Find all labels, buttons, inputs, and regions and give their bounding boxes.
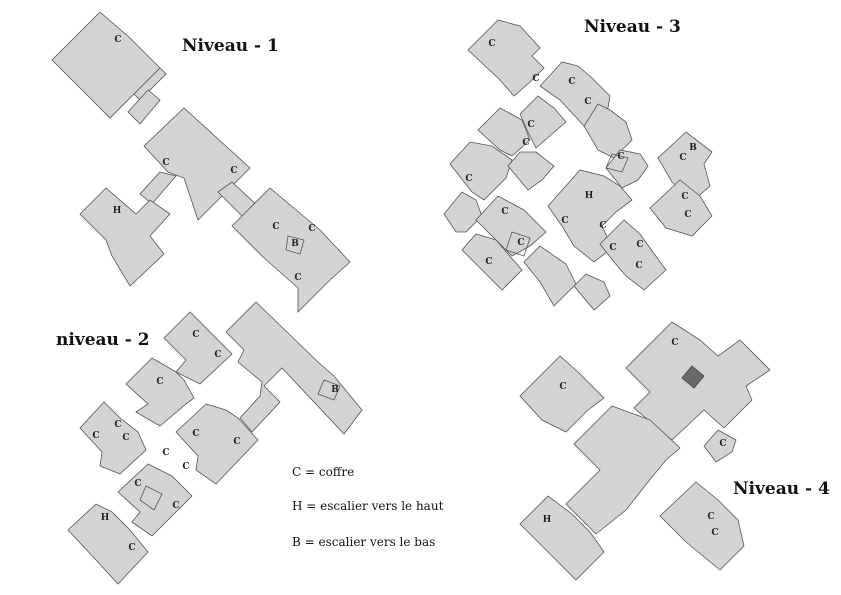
level1-chest-marker: C xyxy=(308,224,315,234)
level2-chest-marker: C xyxy=(122,433,129,443)
level2-chest-marker: C xyxy=(182,462,189,472)
level2-chest-marker: C xyxy=(214,350,221,360)
level3-chest-marker: C xyxy=(522,138,529,148)
level4-chest-marker: C xyxy=(711,528,718,538)
level-4-map xyxy=(519,321,771,581)
level-3-map xyxy=(443,19,713,311)
level-4-title: Niveau - 4 xyxy=(733,479,830,499)
level3-chest-marker: C xyxy=(679,153,686,163)
level4-chest-marker: C xyxy=(707,512,714,522)
level2-chest-marker: C xyxy=(172,501,179,511)
level3-chest-marker: C xyxy=(561,216,568,226)
level1-stairs-down-marker: B xyxy=(291,239,299,249)
level3-stairs-up-marker: H xyxy=(585,191,594,201)
level3-chest-marker: C xyxy=(584,97,591,107)
level3-chest-marker: C xyxy=(517,238,524,248)
dark-floor-marker xyxy=(681,365,705,389)
level1-chest-marker: C xyxy=(162,158,169,168)
level3-chest-marker: C xyxy=(488,39,495,49)
level2-chest-marker: C xyxy=(92,431,99,441)
level2-chest-marker: C xyxy=(192,429,199,439)
level2-chest-marker: C xyxy=(156,377,163,387)
level3-chest-marker: C xyxy=(681,192,688,202)
legend-escalier-bas: B = escalier vers le bas xyxy=(292,535,435,549)
level2-chest-marker: C xyxy=(134,479,141,489)
level4-chest-marker: C xyxy=(719,439,726,449)
level4-chest-marker: C xyxy=(671,338,678,348)
level2-chest-marker: C xyxy=(162,448,169,458)
level3-chest-marker: C xyxy=(635,261,642,271)
level1-chest-marker: C xyxy=(230,166,237,176)
legend: C = coffre H = escalier vers le haut B =… xyxy=(292,465,444,549)
level2-chest-marker: C xyxy=(233,437,240,447)
level1-chest-marker: C xyxy=(114,35,121,45)
level2-stairs-up-marker: H xyxy=(101,513,110,523)
level3-chest-marker: C xyxy=(527,120,534,130)
legend-escalier-haut: H = escalier vers le haut xyxy=(292,499,444,513)
level3-chest-marker: C xyxy=(501,207,508,217)
level1-chest-marker: C xyxy=(294,273,301,283)
level-2-map xyxy=(67,301,363,585)
level-3-title: Niveau - 3 xyxy=(584,17,681,37)
level3-chest-marker: C xyxy=(599,221,606,231)
level-2-title: niveau - 2 xyxy=(56,330,150,350)
level3-stairs-down-marker: B xyxy=(689,143,697,153)
level-1-map xyxy=(51,11,351,313)
level4-chest-marker: C xyxy=(559,382,566,392)
level4-stairs-up-marker: H xyxy=(543,515,552,525)
level3-chest-marker: C xyxy=(617,152,624,162)
level3-chest-marker: C xyxy=(684,210,691,220)
level2-chest-marker: C xyxy=(114,420,121,430)
level3-chest-marker: C xyxy=(532,74,539,84)
level2-chest-marker: C xyxy=(128,543,135,553)
level2-chest-marker: C xyxy=(192,330,199,340)
level3-chest-marker: C xyxy=(465,174,472,184)
level3-chest-marker: C xyxy=(636,240,643,250)
level3-chest-marker: C xyxy=(568,77,575,87)
level-1-title: Niveau - 1 xyxy=(182,36,279,56)
level2-stairs-down-marker: B xyxy=(331,385,339,395)
legend-coffre: C = coffre xyxy=(292,465,354,479)
level1-stairs-up-marker: H xyxy=(113,206,122,216)
level3-chest-marker: C xyxy=(609,243,616,253)
level3-chest-marker: C xyxy=(485,257,492,267)
level1-chest-marker: C xyxy=(272,222,279,232)
